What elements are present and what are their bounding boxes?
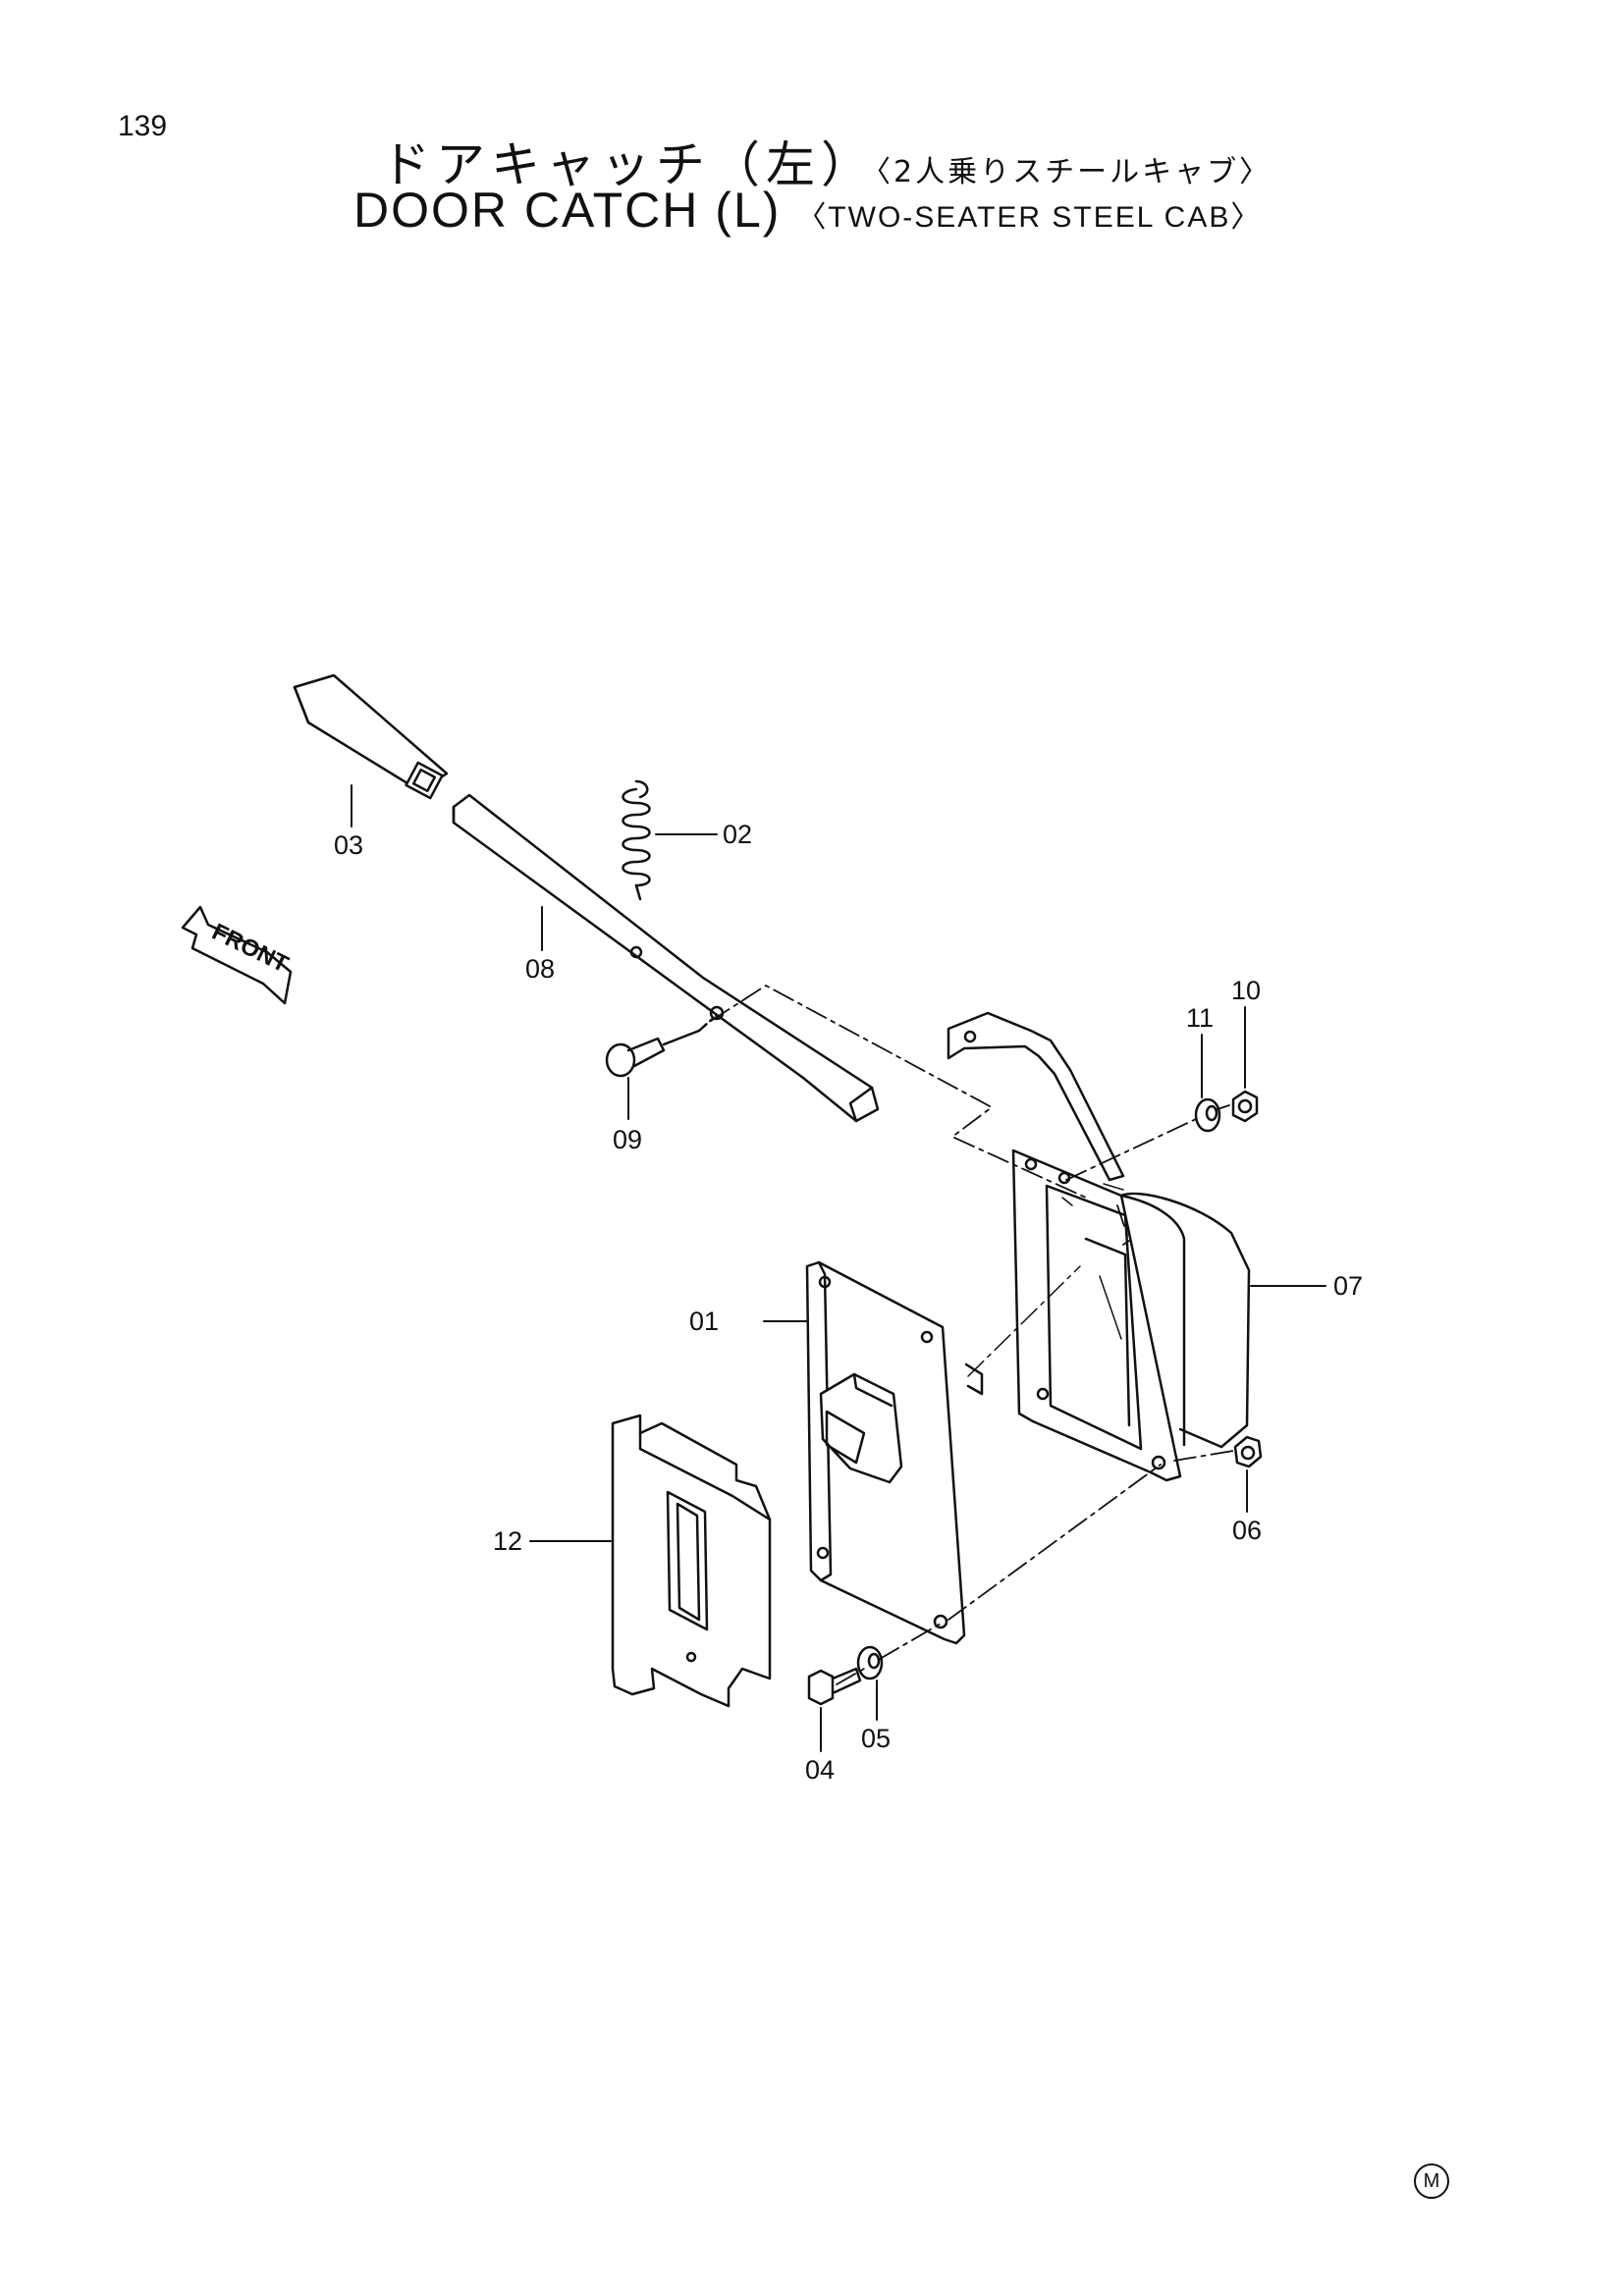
bracket-plate [947, 1011, 1125, 1182]
page-number: 139 [118, 110, 168, 142]
callout-07: 07 [1333, 1271, 1363, 1301]
front-arrow-icon: FRONT [181, 905, 293, 1005]
callout-01: 01 [689, 1307, 719, 1336]
title-jp-sub: 〈2人乗りスチールキャブ〉 [876, 155, 1272, 189]
part-05-washer [856, 1645, 884, 1681]
m-mark-symbol: M [1414, 2163, 1449, 2199]
part-09-pin [605, 1013, 719, 1078]
part-12-spacer [611, 1414, 772, 1708]
callout-10: 10 [1231, 976, 1261, 1005]
title-english: DOOR CATCH (L) 〈TWO-SEATER STEEL CAB〉 [353, 182, 1262, 239]
part-10-nut [1231, 1090, 1259, 1123]
callout-11: 11 [1186, 1003, 1214, 1033]
part-03-grip [293, 673, 449, 800]
leader-lines [351, 784, 1326, 1752]
part-04-bolt [807, 1667, 862, 1706]
part-01-plate [805, 1260, 984, 1645]
callout-04: 04 [805, 1755, 835, 1785]
callout-05: 05 [861, 1724, 891, 1753]
title-en-sub: 〈TWO-SEATER STEEL CAB〉 [796, 201, 1263, 234]
callout-02: 02 [723, 820, 752, 849]
part-02-spring [622, 779, 651, 901]
callout-08: 08 [525, 954, 555, 984]
callout-03: 03 [334, 830, 363, 860]
callout-09: 09 [613, 1125, 642, 1154]
part-11-washer [1194, 1097, 1221, 1133]
assembly-center-lines [710, 985, 1234, 1685]
part-06-nut [1233, 1435, 1263, 1468]
part-08-lever [452, 793, 880, 1123]
callout-06: 06 [1232, 1516, 1262, 1545]
callout-12: 12 [493, 1526, 522, 1556]
part-07-housing [1011, 1148, 1251, 1482]
title-en-main: DOOR CATCH (L) [353, 183, 782, 238]
title-japanese: ドアキャッチ（左）〈2人乗りスチールキャブ〉 [381, 126, 1272, 196]
title-jp-main: ドアキャッチ（左） [381, 136, 876, 193]
callout-labels: 01 02 03 04 05 06 07 08 09 10 11 12 [334, 820, 1363, 1785]
